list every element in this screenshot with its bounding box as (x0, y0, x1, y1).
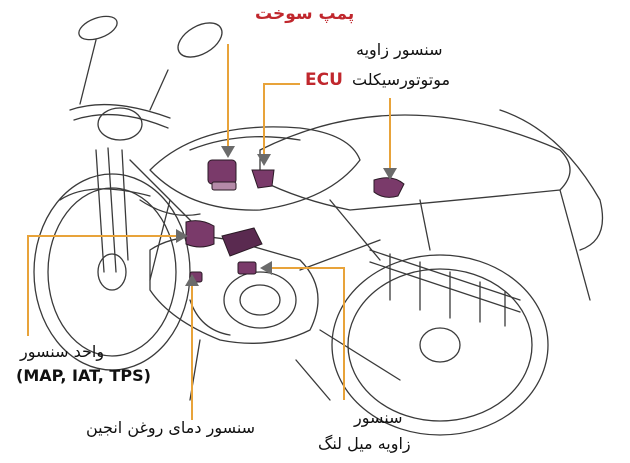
tilt-sensor-label-line1: سنسور زاویه (356, 40, 443, 59)
tilt-sensor-label-line2-text: موتوتورسیکلت (352, 70, 451, 89)
fuel-pump-component (207, 159, 237, 191)
tilt-sensor-component (373, 177, 405, 198)
seat (259, 109, 604, 301)
frame (129, 159, 381, 281)
sensor-unit-component (185, 220, 263, 257)
arrow-crank-sensor (260, 261, 272, 275)
tilt-sensor-label-line2: ECU موتوتورسیکلت (305, 70, 450, 90)
arrow-sensor-unit (176, 229, 188, 243)
crank-sensor-component (237, 261, 257, 275)
leader-sensor-unit (27, 235, 180, 336)
front-wheel (33, 173, 191, 371)
ecu-component (251, 169, 275, 189)
leader-crank-sensor (268, 267, 345, 400)
leader-ecu (263, 83, 300, 158)
handlebars (69, 15, 223, 141)
front-fork (95, 147, 129, 273)
arrow-heads (176, 146, 397, 286)
crank-sensor-label-line2: زاویه میل لنگ (318, 434, 411, 453)
arrow-tilt-sensor (383, 168, 397, 180)
engine (149, 236, 401, 401)
sensor-unit-label-line2: (MAP, IAT, TPS) (16, 366, 151, 385)
crank-sensor-label-line1: سنسور (354, 408, 403, 427)
arrow-fuel-pump (221, 146, 235, 158)
arrow-ecu (257, 154, 271, 166)
ecu-label: ECU (305, 70, 343, 90)
arrow-oil-temp (185, 274, 199, 286)
components (185, 159, 405, 283)
sensor-unit-label-line1: واحد سنسور (20, 342, 105, 361)
leader-lines (27, 44, 391, 420)
fuel-tank (149, 126, 361, 211)
rear-rack (369, 199, 521, 327)
rear-wheel (331, 254, 549, 436)
oil-temp-sensor-label: سنسور دمای روغن انجین (86, 418, 256, 437)
fuel-pump-label: پمپ سوخت (255, 4, 355, 24)
